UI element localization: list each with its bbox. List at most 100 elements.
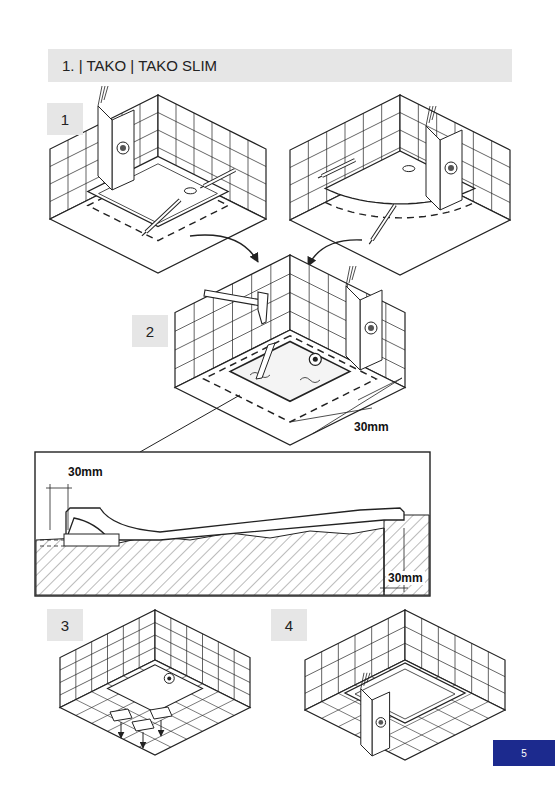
hammer-handle bbox=[204, 290, 262, 306]
section-detail bbox=[35, 452, 430, 596]
booklet-page bbox=[361, 689, 372, 756]
room-corner bbox=[175, 255, 405, 445]
page-edge bbox=[432, 106, 436, 120]
page-edge bbox=[104, 86, 108, 100]
siphon bbox=[309, 353, 321, 365]
removed-tile bbox=[132, 719, 154, 731]
room-corner bbox=[290, 95, 510, 275]
dimension-label: 30mm bbox=[386, 571, 425, 585]
step-number-box: 4 bbox=[271, 609, 307, 641]
pencil-body bbox=[204, 170, 235, 186]
page-number: 5 bbox=[521, 748, 527, 759]
tile-joint bbox=[155, 635, 250, 683]
pencil-tip bbox=[142, 232, 146, 236]
tile-joint bbox=[455, 635, 456, 685]
booklet-page bbox=[360, 290, 382, 370]
tile-joint bbox=[388, 618, 389, 668]
page-title: 1. | TAKO | TAKO SLIM bbox=[62, 57, 217, 74]
leader-line bbox=[140, 395, 240, 452]
chisel bbox=[256, 343, 275, 379]
pencil-body bbox=[204, 170, 235, 186]
pencil-body bbox=[146, 200, 180, 232]
removed-tile bbox=[110, 709, 132, 721]
wall-section bbox=[384, 515, 429, 595]
step-number-box: 2 bbox=[132, 315, 168, 347]
dimension-label: 30mm bbox=[352, 420, 391, 434]
step-number: 1 bbox=[61, 111, 69, 128]
tile-joint bbox=[321, 652, 322, 702]
floor bbox=[305, 660, 505, 760]
tile-joint bbox=[471, 643, 472, 693]
page-number-box: 5 bbox=[493, 740, 555, 766]
tile-joint bbox=[355, 635, 356, 685]
pencil-body bbox=[372, 205, 395, 240]
page-edge bbox=[367, 673, 370, 683]
step-number: 2 bbox=[146, 323, 154, 340]
tile-joint bbox=[488, 652, 489, 702]
step-number: 4 bbox=[285, 617, 293, 634]
down-arrow bbox=[161, 720, 162, 736]
siphon-sketch bbox=[376, 718, 386, 728]
instruction-booklet bbox=[361, 673, 390, 756]
siphon-sketch bbox=[448, 165, 454, 171]
tile-joint bbox=[155, 623, 250, 671]
tile-joint bbox=[338, 643, 339, 693]
booklet-page bbox=[98, 106, 112, 190]
siphon-sketch bbox=[368, 325, 374, 331]
hammer bbox=[204, 290, 275, 379]
dimension-line bbox=[46, 488, 72, 489]
pencil-body bbox=[322, 160, 355, 176]
floor bbox=[60, 660, 250, 755]
booklet-page bbox=[346, 286, 360, 370]
dimension-line bbox=[380, 588, 408, 589]
page-edge bbox=[101, 86, 105, 103]
hammer-head bbox=[258, 292, 268, 324]
siphon-sketch bbox=[365, 322, 377, 334]
instruction-booklet bbox=[98, 86, 134, 190]
room-corner bbox=[60, 610, 250, 755]
booklet-page bbox=[440, 130, 462, 210]
step-number-box: 3 bbox=[47, 609, 83, 641]
pencil-tip bbox=[200, 186, 204, 188]
pencil bbox=[318, 160, 355, 178]
dimension-line bbox=[358, 378, 402, 400]
cut-out bbox=[230, 342, 350, 402]
siphon-sketch bbox=[378, 720, 383, 725]
cleared-area bbox=[108, 665, 203, 713]
pencil-body bbox=[322, 160, 355, 176]
pencil-body bbox=[146, 200, 180, 232]
step-number: 3 bbox=[61, 617, 69, 634]
pencil bbox=[200, 170, 235, 188]
pipe-dash bbox=[40, 546, 64, 547]
pencil-tip bbox=[369, 240, 372, 244]
pencil-tip bbox=[318, 176, 322, 178]
pencil bbox=[142, 200, 180, 236]
booklet-page bbox=[426, 126, 440, 210]
tile-joint bbox=[421, 618, 422, 668]
dimension-line bbox=[384, 528, 385, 592]
booklet-page bbox=[112, 110, 134, 190]
dimension-line bbox=[313, 378, 402, 434]
booklet-page bbox=[372, 692, 390, 756]
page-edge bbox=[352, 266, 356, 280]
page-edge bbox=[361, 673, 364, 689]
down-arrow bbox=[143, 732, 144, 748]
page-edge bbox=[364, 673, 367, 686]
page-edge bbox=[429, 106, 433, 123]
room-corner bbox=[305, 610, 505, 760]
page-edge bbox=[349, 266, 353, 283]
siphon-sketch bbox=[117, 142, 129, 154]
dimension-label: 30mm bbox=[66, 465, 105, 479]
siphon-sketch bbox=[445, 162, 457, 174]
removed-tile bbox=[150, 707, 172, 719]
instruction-booklet bbox=[346, 266, 382, 370]
floor-screed bbox=[36, 528, 384, 595]
tile-joint bbox=[438, 627, 439, 677]
tile-joint bbox=[158, 113, 266, 167]
down-arrow bbox=[121, 722, 122, 738]
step-number-box: 1 bbox=[47, 103, 83, 135]
title-band: 1. | TAKO | TAKO SLIM bbox=[48, 49, 512, 82]
tile-joint bbox=[175, 274, 290, 332]
dimension-line bbox=[68, 484, 69, 530]
